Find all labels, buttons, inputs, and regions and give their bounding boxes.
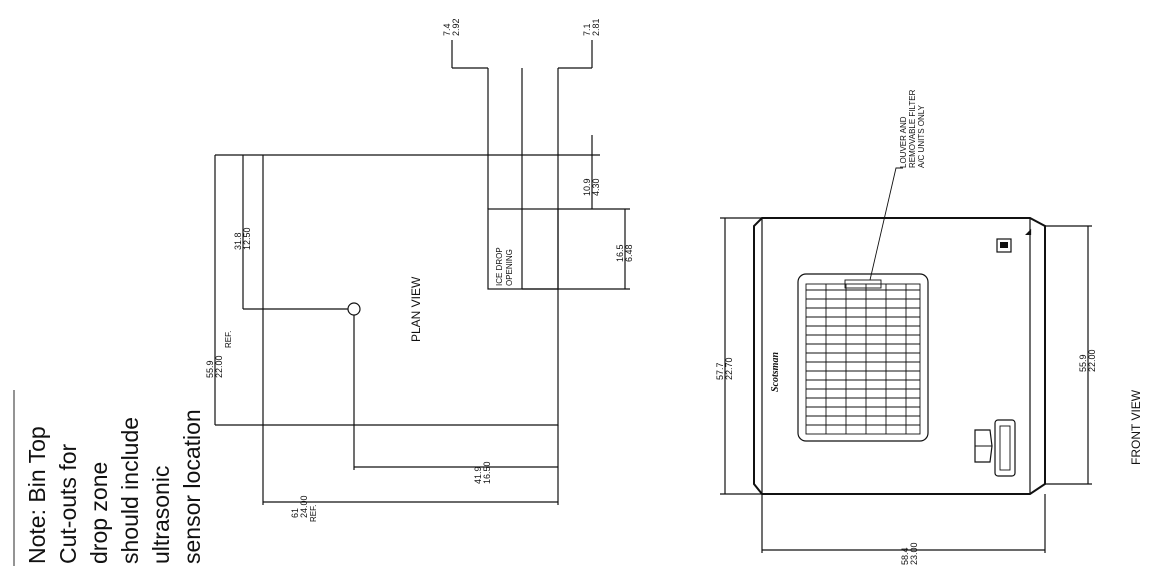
removable-filter: [805, 283, 921, 435]
svg-text:24.00: 24.00: [299, 495, 309, 518]
svg-text:2.81: 2.81: [591, 18, 601, 36]
svg-text:55.9: 55.9: [1078, 354, 1088, 372]
svg-text:57.7: 57.7: [715, 362, 725, 380]
brand-logo: Scotsman: [770, 352, 781, 392]
svg-text:16.50: 16.50: [482, 461, 492, 484]
dim-bottom-outer: 61 24.00 REF.: [290, 495, 318, 522]
front-view-title: FRONT VIEW: [1129, 389, 1143, 465]
svg-text:7.1: 7.1: [582, 23, 592, 36]
note-line-6: sensor location: [179, 409, 205, 564]
plan-view: PLAN VIEW ICE DROP OPENING 7.4 2.92 7.1 …: [205, 18, 634, 522]
louver-note: LOUVER AND REMOVABLE FILTER A/C UNITS ON…: [899, 89, 926, 168]
dim-left-upper: 31.8 12.50: [233, 227, 252, 250]
dim-right-upper: 10.9 4.30: [582, 178, 601, 196]
svg-text:23.00: 23.00: [909, 542, 919, 565]
svg-text:6.48: 6.48: [624, 244, 634, 262]
svg-text:7.4: 7.4: [442, 23, 452, 36]
note-line-2: Cut-outs for: [55, 444, 81, 564]
svg-text:4.30: 4.30: [591, 178, 601, 196]
note-line-4: should include: [117, 417, 143, 564]
svg-text:22.00: 22.00: [1087, 349, 1097, 372]
bin-top-note: Note: Bin Top Cut-outs for drop zone sho…: [13, 390, 205, 566]
svg-text:22.70: 22.70: [724, 357, 734, 380]
note-line-1: Note: Bin Top: [24, 426, 50, 564]
power-switch-icon: [996, 238, 1012, 253]
corner-mark: ◢: [1025, 227, 1032, 236]
louver-panel: [797, 273, 929, 442]
dim-bottom-inner: 41.9 16.50: [473, 461, 492, 484]
svg-text:REMOVABLE FILTER: REMOVABLE FILTER: [908, 89, 917, 168]
dim-top-right: 7.1 2.81: [582, 18, 601, 36]
dim-left-outer: 55.9 22.00 REF.: [205, 331, 233, 378]
svg-text:10.9: 10.9: [582, 178, 592, 196]
note-line-5: ultrasonic: [148, 466, 174, 564]
svg-text:55.9: 55.9: [205, 360, 215, 378]
dim-right-lower: 16.5 6.48: [615, 244, 634, 262]
svg-text:REF.: REF.: [309, 505, 318, 522]
dim-front-right: 55.9 22.00: [1078, 349, 1097, 372]
svg-text:41.9: 41.9: [473, 466, 483, 484]
front-view: Scotsman ◢ LOUVER AND REMOVABLE FILTER A…: [715, 89, 1143, 565]
plan-view-title: PLAN VIEW: [409, 276, 423, 342]
dim-front-bottom: 58.4 23.00: [900, 542, 919, 565]
ultrasonic-sensor-marker: [347, 302, 361, 316]
dim-front-left: 57.7 22.70: [715, 357, 734, 380]
dim-top-left: 7.4 2.92: [442, 18, 461, 36]
svg-text:31.8: 31.8: [233, 232, 243, 250]
svg-text:22.00: 22.00: [214, 355, 224, 378]
svg-text:61: 61: [290, 508, 300, 518]
louver-slats: [806, 284, 920, 434]
svg-text:REF.: REF.: [224, 331, 233, 348]
ice-drop-label-2: OPENING: [505, 249, 514, 286]
svg-text:12.50: 12.50: [242, 227, 252, 250]
svg-text:A/C UNITS ONLY: A/C UNITS ONLY: [917, 104, 926, 168]
dispenser-icon: [974, 419, 1016, 477]
svg-text:LOUVER AND: LOUVER AND: [899, 116, 908, 168]
ice-drop-label-1: ICE DROP: [495, 247, 504, 286]
svg-text:58.4: 58.4: [900, 547, 910, 565]
note-line-3: drop zone: [86, 462, 112, 564]
svg-text:2.92: 2.92: [451, 18, 461, 36]
svg-text:16.5: 16.5: [615, 244, 625, 262]
